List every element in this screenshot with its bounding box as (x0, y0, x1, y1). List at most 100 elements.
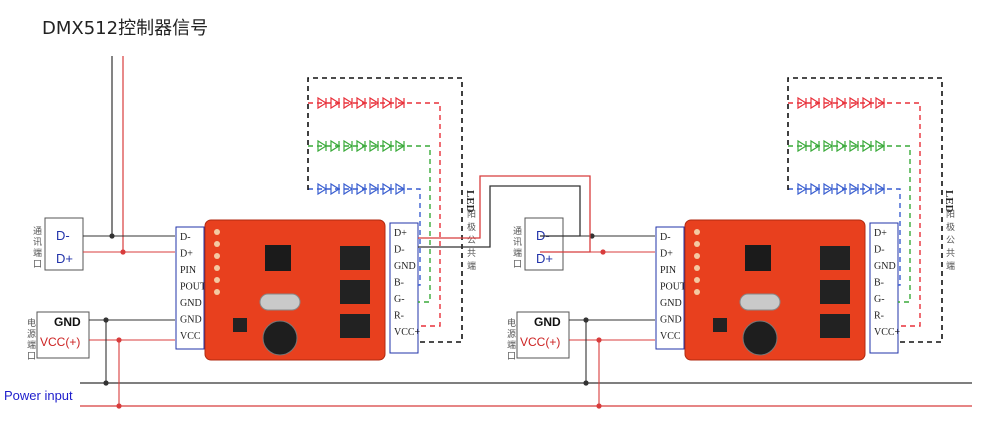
led-string-wire (308, 102, 441, 327)
pcb-pad (694, 253, 700, 259)
module-units: 通讯端口D-D+电源端口GNDVCC(+)D-D+PINPOUTGNDGNDVC… (27, 77, 955, 409)
led-diode (875, 182, 886, 196)
led-label-char: 端 (467, 260, 476, 272)
left-pin-label: D- (180, 232, 191, 243)
led-common-wire (307, 77, 463, 343)
led-diode (862, 182, 873, 196)
right-pin-label: D+ (874, 228, 887, 239)
signal-port-label-char: 端 (33, 247, 42, 259)
power-port-label-char: 口 (27, 352, 36, 362)
led-diode (395, 96, 406, 110)
led-diode (330, 139, 341, 153)
right-pin-label: R- (394, 311, 404, 322)
led-label-char: LED (464, 190, 476, 213)
right-pin-label: VCC+ (394, 327, 421, 338)
right-pin-label: R- (874, 311, 884, 322)
led-diode (395, 182, 406, 196)
right-pin-label: B- (874, 278, 884, 289)
led-diode (395, 139, 406, 153)
led-label-char: 端 (946, 260, 955, 272)
pcb-regulator (233, 318, 247, 332)
signal-port-label-char: 端 (513, 247, 522, 259)
power-port-label-char: 源 (27, 329, 36, 340)
led-diode (797, 96, 808, 110)
led-diode (810, 139, 821, 153)
left-pin-label: PIN (660, 265, 676, 276)
signal-port-box (44, 217, 84, 271)
signal-port-label-char: 讯 (33, 237, 42, 248)
led-diode (317, 182, 328, 196)
pcb-pad (694, 289, 700, 295)
led-label-char: 共 (467, 248, 476, 259)
signal-port-label-char: 口 (33, 260, 42, 270)
led-diode (330, 96, 341, 110)
module-unit: 通讯端口D-D+电源端口GNDVCC(+)D-D+PINPOUTGNDGNDVC… (507, 77, 955, 409)
junction-dot (120, 249, 126, 255)
junction-dot (116, 337, 122, 343)
power-port-label-char: 电 (27, 317, 36, 329)
right-pin-header (869, 222, 899, 354)
pcb-pad (214, 241, 220, 247)
power-port-gnd: GND (54, 315, 81, 329)
led-label-char: 阳 (946, 209, 955, 220)
led-label-char: LED (943, 190, 955, 213)
junction-dot (109, 233, 115, 239)
pcb-mosfet-3 (340, 314, 370, 338)
power-port-vcc: VCC(+) (40, 335, 80, 349)
junction-dot (596, 403, 602, 409)
led-diode (862, 96, 873, 110)
led-string-wire (788, 145, 911, 303)
signal-port-label-char: 讯 (513, 237, 522, 248)
left-pin-label: VCC (180, 331, 201, 342)
led-diode (343, 139, 354, 153)
led-string-wire (788, 102, 921, 327)
led-diode (797, 182, 808, 196)
pcb-ic (265, 245, 291, 271)
led-diode (356, 139, 367, 153)
power-port-vcc: VCC(+) (520, 335, 560, 349)
pcb-pad (694, 265, 700, 271)
pcb-mosfet-2 (820, 280, 850, 304)
pcb-crystal (259, 293, 301, 311)
led-diode (810, 96, 821, 110)
led-diode (849, 96, 860, 110)
right-pin-header (389, 222, 419, 354)
pcb-inductor (742, 320, 778, 356)
pcb-pad (214, 277, 220, 283)
led-diode (875, 96, 886, 110)
led-label-char: 极 (946, 221, 955, 233)
led-diode (849, 139, 860, 153)
left-pin-label: GND (660, 315, 682, 326)
signal-port-dplus: D+ (536, 251, 553, 266)
led-diode (369, 96, 380, 110)
led-diode (797, 139, 808, 153)
junction-dot (589, 233, 595, 239)
right-pin-label: VCC+ (874, 327, 901, 338)
led-diode (836, 139, 847, 153)
led-diode (356, 96, 367, 110)
led-diode (382, 139, 393, 153)
led-diode (823, 182, 834, 196)
led-diode (330, 182, 341, 196)
pcb-mosfet-2 (340, 280, 370, 304)
module-unit: 通讯端口D-D+电源端口GNDVCC(+)D-D+PINPOUTGNDGNDVC… (27, 77, 476, 409)
pcb-inductor (262, 320, 298, 356)
left-pin-label: GND (660, 298, 682, 309)
junction-dot (103, 317, 109, 323)
junction-dot (116, 403, 122, 409)
left-pin-label: D+ (660, 249, 673, 260)
led-diode (317, 139, 328, 153)
led-label-char: 公 (467, 235, 476, 246)
pcb-ic (745, 245, 771, 271)
left-pin-label: D+ (180, 249, 193, 260)
left-pin-label: PIN (180, 265, 196, 276)
left-pin-label: GND (180, 315, 202, 326)
left-pin-header (175, 226, 205, 350)
power-port-box (36, 311, 90, 359)
led-diode (343, 96, 354, 110)
led-string-wire (308, 145, 431, 303)
signal-port-label-char: 通 (513, 226, 522, 237)
pcb-pad (214, 253, 220, 259)
pcb-crystal (739, 293, 781, 311)
